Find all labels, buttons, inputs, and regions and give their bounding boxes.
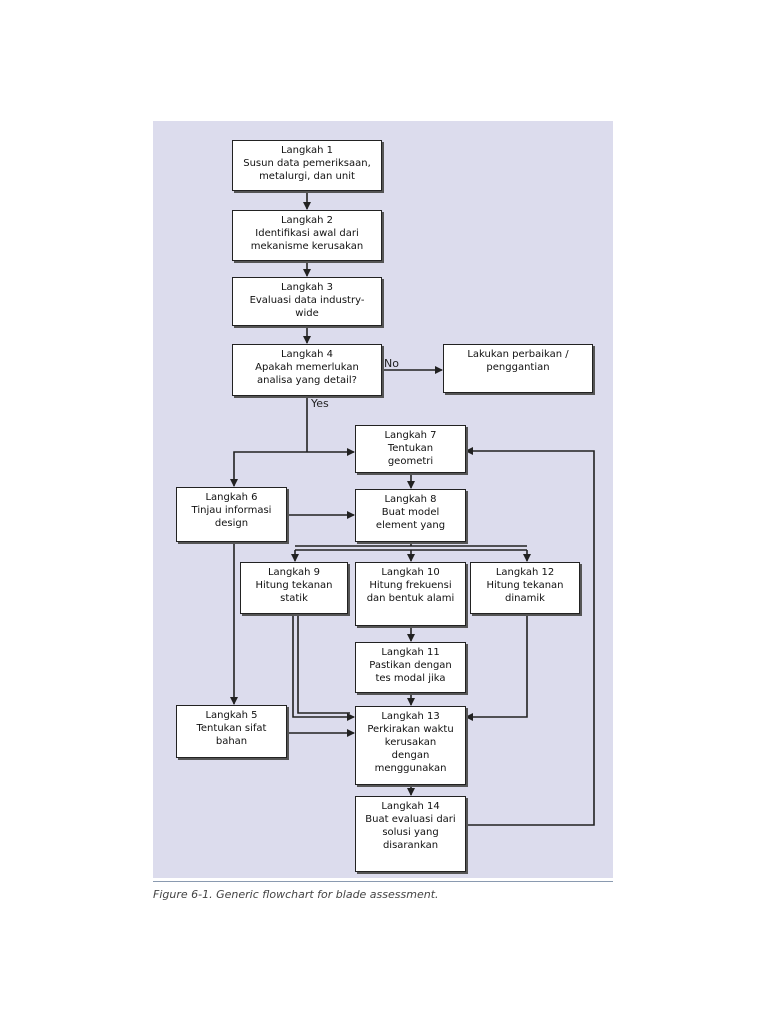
step-7-line-2: Tentukan xyxy=(387,443,434,454)
step-10-line-3: dan bentuk alami xyxy=(366,593,455,604)
step-13-line-4: dengan xyxy=(391,750,430,761)
step-12-line-2: Hitung tekanan xyxy=(486,580,564,591)
step-2-title: Langkah 2 xyxy=(280,215,333,226)
step-6-line-3: design xyxy=(214,518,249,529)
step-10-line-2: Hitung frekuensi xyxy=(369,580,452,591)
step-13-box: Langkah 13 Perkirakan waktu kerusakan de… xyxy=(355,706,466,785)
step-14-line-2: Buat evaluasi dari xyxy=(365,814,456,825)
arrow-s12-s13 xyxy=(465,614,528,721)
step-3-box: Langkah 3 Evaluasi data industry- wide xyxy=(232,277,382,326)
step-4-line-3: analisa yang detail? xyxy=(257,375,357,386)
step-9-title: Langkah 9 xyxy=(267,567,320,578)
step-8-title: Langkah 8 xyxy=(384,494,437,505)
step-10-title: Langkah 10 xyxy=(381,567,440,578)
step-2-box: Langkah 2 Identifikasi awal dari mekanis… xyxy=(232,210,382,261)
step-13-line-5: menggunakan xyxy=(374,763,447,774)
step-9-line-2: Hitung tekanan xyxy=(255,580,333,591)
figure-caption: Figure 6-1. Generic flowchart for blade … xyxy=(153,888,439,901)
step-7-box: Langkah 7 Tentukan geometri xyxy=(355,425,466,473)
step-6-title: Langkah 6 xyxy=(205,492,258,503)
repair-box: Lakukan perbaikan / penggantian xyxy=(443,344,593,393)
step-1-title: Langkah 1 xyxy=(280,145,333,156)
step-14-box: Langkah 14 Buat evaluasi dari solusi yan… xyxy=(355,796,466,872)
step-6-line-2: Tinjau informasi xyxy=(191,505,272,516)
step-4-box: Langkah 4 Apakah memerlukan analisa yang… xyxy=(232,344,382,396)
arrow-s9-s13-second xyxy=(297,614,350,714)
step-7-line-3: geometri xyxy=(387,456,434,467)
step-13-title: Langkah 13 xyxy=(381,711,440,722)
step-12-line-3: dinamik xyxy=(505,593,545,604)
step-12-title: Langkah 12 xyxy=(495,567,555,578)
step-9-box: Langkah 9 Hitung tekanan statik xyxy=(240,562,348,614)
step-3-title: Langkah 3 xyxy=(280,282,333,293)
step-3-line-2: Evaluasi data industry- xyxy=(249,295,365,306)
step-13-line-2: Perkirakan waktu xyxy=(367,724,454,735)
step-3-line-3: wide xyxy=(295,308,319,319)
step-14-title: Langkah 14 xyxy=(381,801,440,812)
arrow-split-s6 xyxy=(230,451,307,487)
step-4-line-2: Apakah memerlukan xyxy=(255,362,359,373)
step-4-title: Langkah 4 xyxy=(280,349,333,360)
step-5-line-3: bahan xyxy=(215,736,248,747)
step-7-title: Langkah 7 xyxy=(384,430,437,441)
step-11-line-2: Pastikan dengan xyxy=(369,660,452,671)
step-9-line-3: statik xyxy=(280,593,308,604)
step-12-box: Langkah 12 Hitung tekanan dinamik xyxy=(470,562,580,614)
step-1-box: Langkah 1 Susun data pemeriksaan, metalu… xyxy=(232,140,382,191)
step-1-line-2: Susun data pemeriksaan, xyxy=(243,158,371,169)
step-1-line-3: metalurgi, dan unit xyxy=(259,171,355,182)
no-label: No xyxy=(384,357,399,370)
step-14-line-3: solusi yang xyxy=(382,827,439,838)
step-5-line-2: Tentukan sifat xyxy=(196,723,267,734)
step-5-title: Langkah 5 xyxy=(205,710,258,721)
step-8-line-3: element yang xyxy=(375,520,446,531)
step-8-line-2: Buat model xyxy=(381,507,440,518)
caption-rule xyxy=(153,881,613,882)
repair-line-1: Lakukan perbaikan / xyxy=(467,349,569,360)
repair-line-2: penggantian xyxy=(486,362,550,373)
step-8-box: Langkah 8 Buat model element yang xyxy=(355,489,466,542)
step-14-line-4: disarankan xyxy=(382,840,439,851)
step-11-line-3: tes modal jika xyxy=(375,673,446,684)
step-13-line-3: kerusakan xyxy=(384,737,437,748)
step-6-box: Langkah 6 Tinjau informasi design xyxy=(176,487,287,542)
step-10-box: Langkah 10 Hitung frekuensi dan bentuk a… xyxy=(355,562,466,626)
step-2-line-2: Identifikasi awal dari xyxy=(255,228,359,239)
step-5-box: Langkah 5 Tentukan sifat bahan xyxy=(176,705,287,758)
arrow-s9-s13 xyxy=(292,614,355,721)
arrow-s14-s7-loop xyxy=(465,447,595,826)
step-11-title: Langkah 11 xyxy=(381,647,440,658)
step-2-line-3: mekanisme kerusakan xyxy=(250,241,364,252)
yes-label: Yes xyxy=(311,397,329,410)
step-11-box: Langkah 11 Pastikan dengan tes modal jik… xyxy=(355,642,466,693)
